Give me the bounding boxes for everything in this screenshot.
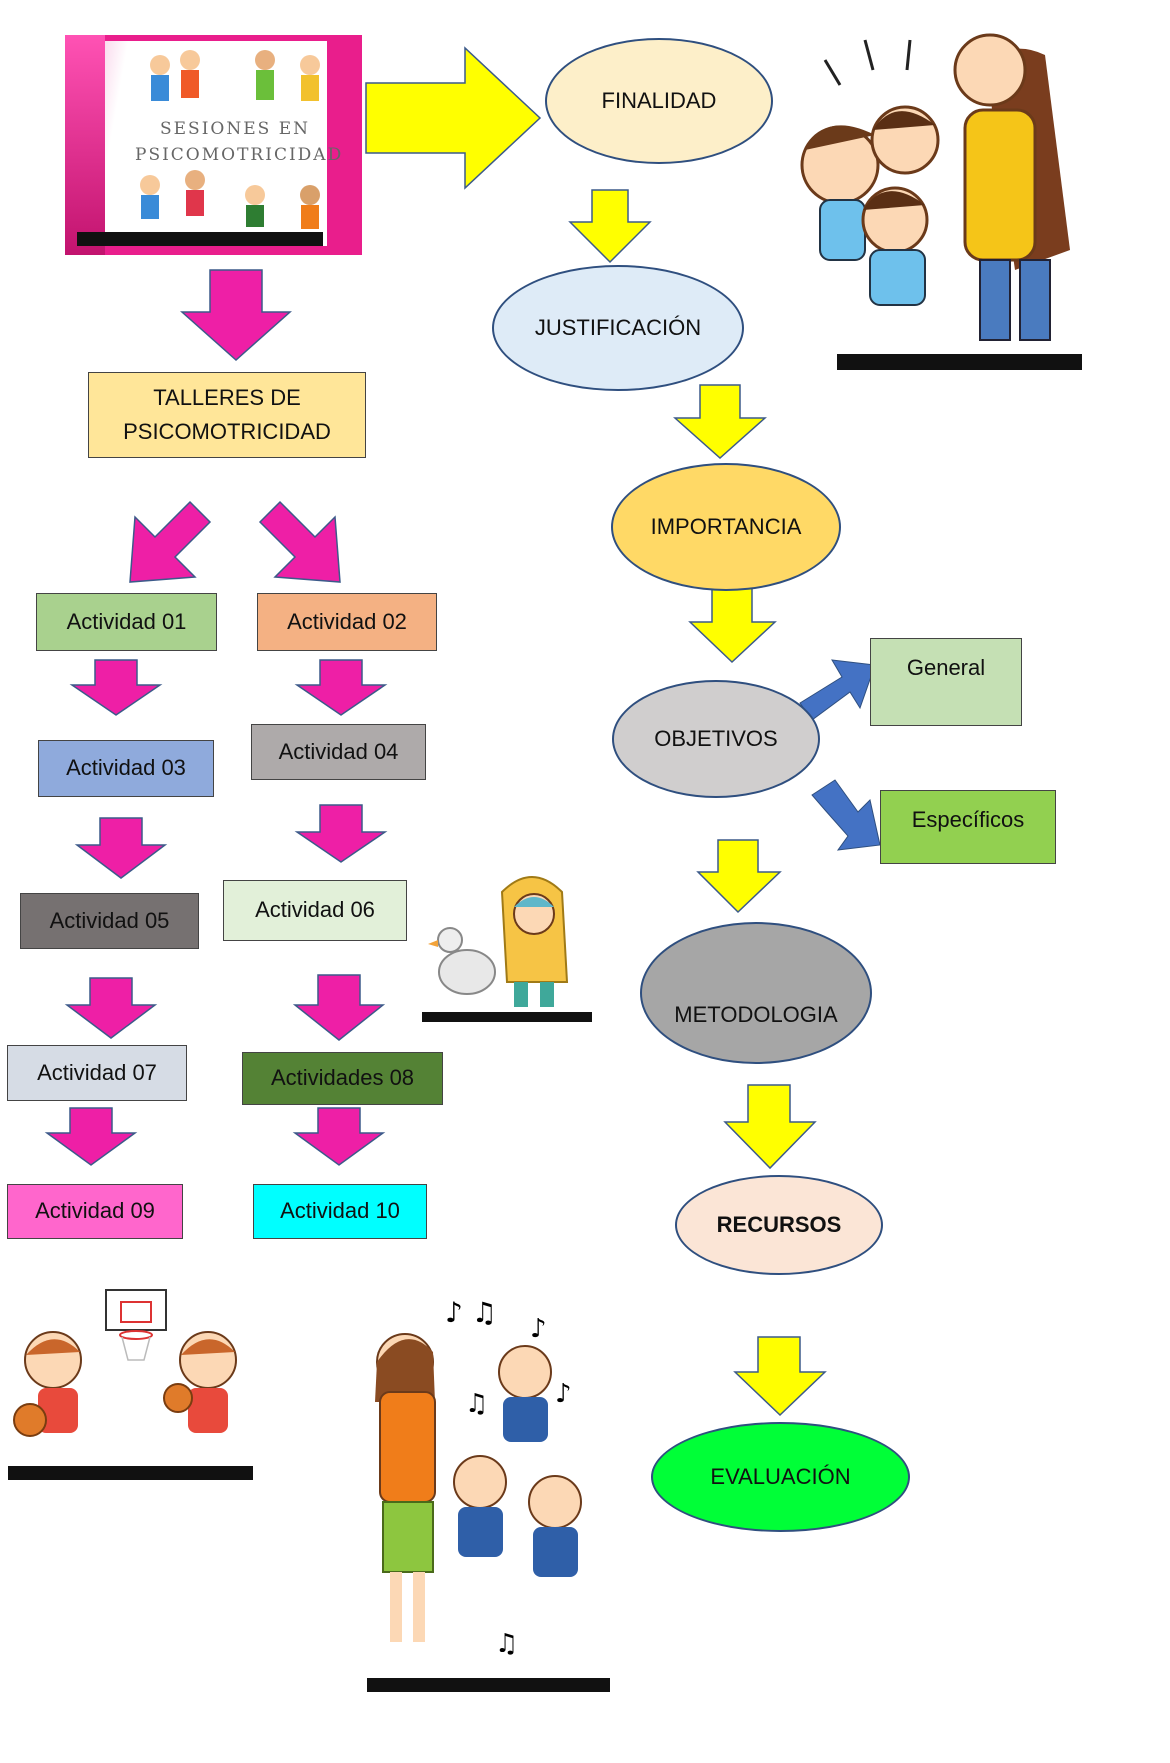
arrow-down-a03 <box>74 817 168 879</box>
node-general-label: General <box>906 655 986 680</box>
arrow-down-a02 <box>294 659 388 716</box>
children-group-icon <box>140 50 320 229</box>
activity-01: Actividad 01 <box>36 593 217 651</box>
activity-06: Actividad 06 <box>223 880 407 941</box>
arrow-down-1 <box>568 189 652 264</box>
activity-09: Actividad 09 <box>7 1184 183 1239</box>
node-general: General <box>870 638 1022 726</box>
image-footer-bar <box>77 232 323 246</box>
image-footer-bar <box>422 1012 592 1022</box>
arrow-down-4 <box>696 839 782 914</box>
arrow-right-to-finalidad <box>365 46 542 190</box>
arrow-down-a07 <box>44 1107 138 1166</box>
activity-10: Actividad 10 <box>253 1184 427 1239</box>
node-evaluacion: EVALUACIÓN <box>651 1422 910 1532</box>
arrow-down-a04 <box>294 804 388 863</box>
teacher-singing-kids-image: ♪ ♫ ♪ ♫ ♪ ♪ ♫ <box>355 1292 610 1692</box>
sessions-cover-image: SESIONES EN PSICOMOTRICIDAD <box>65 35 362 255</box>
node-especificos: Específicos <box>880 790 1056 864</box>
arrow-down-a05 <box>64 977 158 1039</box>
node-finalidad: FINALIDAD <box>545 38 773 164</box>
basketball-kids-illustration <box>8 1289 253 1480</box>
arrow-to-general <box>799 659 876 721</box>
node-metodologia: METODOLOGIA <box>640 922 872 1064</box>
node-recursos: RECURSOS <box>675 1175 883 1275</box>
activity-07: Actividad 07 <box>7 1045 187 1101</box>
svg-text:♪ ♫: ♪ ♫ <box>445 1296 497 1329</box>
node-justificacion: JUSTIFICACIÓN <box>492 265 744 391</box>
node-talleres: TALLERES DE PSICOMOTRICIDAD <box>88 372 366 458</box>
arrow-diag-right <box>258 500 341 583</box>
arrow-diag-left <box>129 500 212 583</box>
arrow-down-a08 <box>292 1107 386 1166</box>
svg-text:♪: ♪ <box>555 1379 572 1409</box>
image-footer-bar <box>837 354 1082 370</box>
arrow-down-3 <box>688 587 777 664</box>
arrow-to-especificos <box>811 779 881 851</box>
arrow-down-2 <box>673 384 767 460</box>
activity-05: Actividad 05 <box>20 893 199 949</box>
image-footer-bar <box>8 1466 253 1480</box>
teacher-with-kids-image <box>785 0 1082 372</box>
sessions-cover-title: SESIONES EN PSICOMOTRICIDAD <box>135 119 344 165</box>
girl-raincoat-duck-image <box>422 852 592 1022</box>
arrow-down-5 <box>723 1084 817 1170</box>
node-objetivos: OBJETIVOS <box>612 680 820 798</box>
arrow-down-talleres <box>180 269 292 362</box>
image-footer-bar <box>367 1678 610 1692</box>
node-especificos-label: Específicos <box>911 807 1025 832</box>
svg-text:♪: ♪ <box>530 1314 547 1344</box>
arrow-down-a01 <box>69 659 163 716</box>
node-metodologia-label: METODOLOGIA <box>674 1001 838 1027</box>
svg-text:♫: ♫ <box>465 1389 488 1419</box>
arrows-layer <box>44 46 881 1417</box>
svg-text:♫: ♫ <box>495 1629 518 1659</box>
arrow-down-6 <box>733 1336 827 1417</box>
activity-08: Actividades 08 <box>242 1052 443 1105</box>
node-importancia: IMPORTANCIA <box>611 463 841 591</box>
activity-04: Actividad 04 <box>251 724 426 780</box>
activity-02: Actividad 02 <box>257 593 437 651</box>
activity-03: Actividad 03 <box>38 740 214 797</box>
arrow-down-a06 <box>292 974 386 1041</box>
